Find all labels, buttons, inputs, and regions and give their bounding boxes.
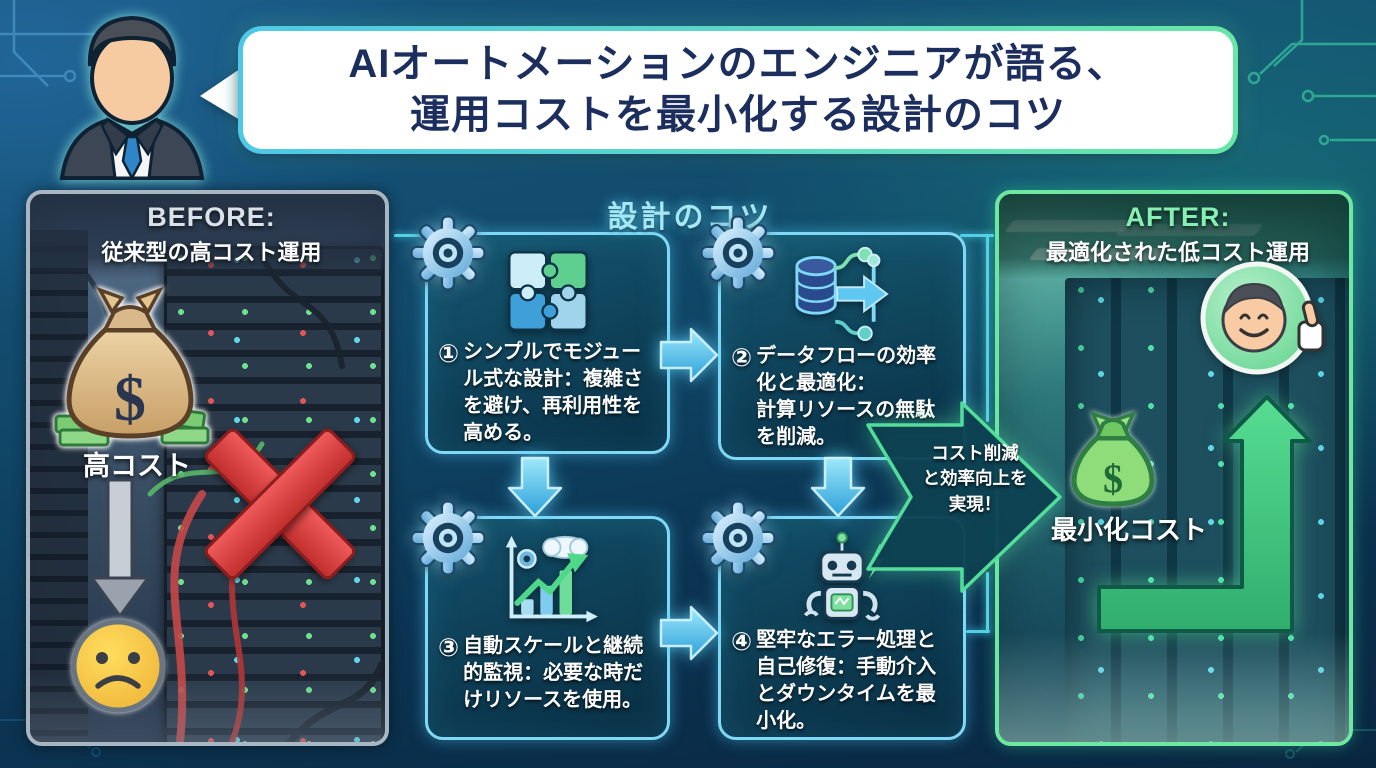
after-label: AFTER: — [1125, 202, 1231, 232]
speech-bubble-tail — [200, 62, 250, 126]
before-label: BEFORE: — [147, 202, 276, 232]
flow-arrow-down-icon — [810, 456, 866, 518]
gear-icon — [700, 500, 776, 576]
step-text: シンプルでモジュール式な設計：複雑さを避け、再利用性を高める。 — [463, 341, 644, 444]
money-bag-icon: $ — [54, 286, 210, 447]
step-box-3: ③ 自動スケールと継続的監視：必要な時だけリソースを使用。 — [425, 516, 670, 740]
step-number: ④ — [731, 628, 753, 656]
gear-icon — [700, 215, 776, 291]
green-money-bag-icon: $ — [1071, 411, 1155, 507]
svg-text:$: $ — [1103, 456, 1123, 501]
gear-icon — [410, 500, 486, 576]
design-tips-heading: 設計のコツ — [607, 201, 773, 234]
gear-icon — [410, 215, 486, 291]
growth-arrow-icon — [1097, 395, 1312, 633]
step-text: 自動スケールと継続的監視：必要な時だけリソースを使用。 — [463, 635, 644, 711]
dataflow-icon — [795, 246, 889, 341]
engineer-avatar-icon — [59, 15, 205, 181]
happy-avatar-icon — [1200, 261, 1325, 375]
down-arrow-icon — [89, 478, 151, 619]
after-subtitle: 最適化された低コスト運用 — [1045, 240, 1310, 265]
step-number: ② — [731, 344, 753, 372]
before-panel: BEFORE: 従来型の高コスト運用 $ 高コスト — [26, 190, 389, 746]
sad-face-icon — [71, 619, 165, 713]
high-cost-label: 高コスト — [83, 451, 191, 481]
autoscale-chart-icon — [505, 535, 598, 623]
flow-arrow-right-icon — [659, 605, 719, 661]
step-number: ① — [438, 340, 460, 368]
puzzle-icon — [507, 251, 588, 331]
result-arrow — [866, 401, 1062, 593]
before-subtitle: 従来型の高コスト運用 — [101, 240, 322, 265]
robot-icon — [803, 531, 887, 621]
speech-bubble: AIオートメーションのエンジニアが語る、 運用コストを最小化する設計のコツ — [238, 26, 1238, 154]
step-text: 堅牢なエラー処理と自己修復：手動介入とダウンタイムを最小化。 — [756, 629, 937, 732]
svg-text:$: $ — [114, 363, 146, 434]
thumbs-up-icon — [1297, 300, 1325, 352]
step-text: データフローの効率化と最適化： 計算リソースの無駄を削減。 — [756, 345, 937, 448]
server-rack — [1065, 278, 1349, 742]
page-title: AIオートメーションのエンジニアが語る、 運用コストを最小化する設計のコツ — [348, 41, 1128, 137]
minimized-cost-label: 最小化コスト — [1050, 515, 1207, 545]
after-panel: AFTER: 最適化された低コスト運用 $ — [995, 190, 1353, 746]
result-caption: コスト削減 と効率向上を 実現！ — [922, 443, 1028, 514]
step-number: ③ — [438, 634, 460, 662]
flow-arrow-right-icon — [659, 327, 719, 383]
flow-arrow-down-icon — [507, 456, 563, 518]
